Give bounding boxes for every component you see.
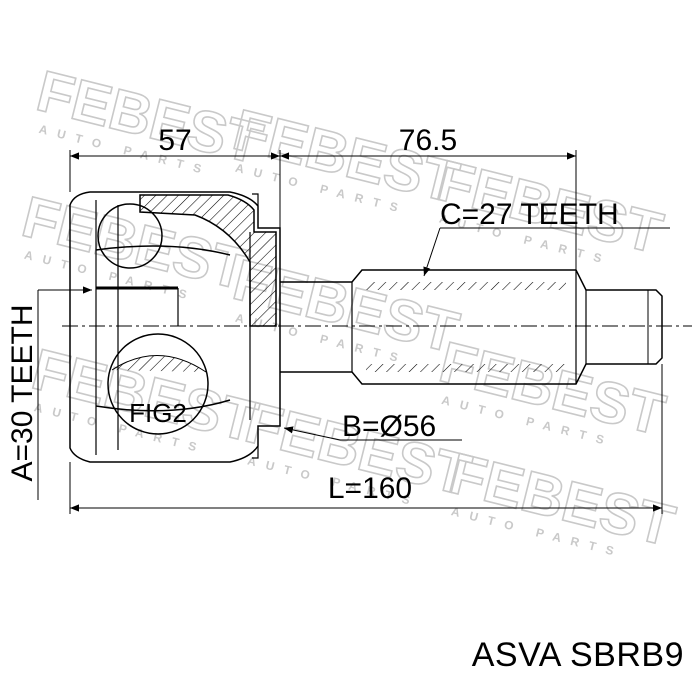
dim-label-57: 57: [158, 124, 191, 157]
flange-notch: [252, 193, 259, 206]
cage-line: [95, 245, 231, 256]
fig2-label: FIG2: [129, 398, 187, 428]
leader-c: [423, 227, 441, 277]
dim-label-76-5: 76.5: [399, 124, 457, 157]
ball-fig2-hatch: [111, 355, 207, 373]
spline-hatch: [366, 364, 566, 372]
dim-label-c-teeth: C=27 TEETH: [440, 198, 619, 231]
ball-top: [97, 203, 163, 269]
leader-b: [283, 426, 341, 441]
cv-joint-part: [37, 150, 692, 514]
flange-notch: [252, 446, 259, 459]
cage-line: [95, 399, 231, 412]
spline-hatch: [366, 282, 566, 290]
ball-fig2: [107, 333, 209, 435]
dim-label-length: L=160: [328, 472, 412, 505]
housing-section-hatch: [139, 194, 277, 327]
dim-label-a-teeth: A=30 TEETH: [6, 304, 39, 481]
housing-outline: [69, 191, 281, 463]
dim-label-b-diameter: B=Ø56: [342, 410, 436, 443]
shaft-outline: [280, 269, 663, 385]
part-caption: ASVA SBRB9: [471, 636, 684, 674]
